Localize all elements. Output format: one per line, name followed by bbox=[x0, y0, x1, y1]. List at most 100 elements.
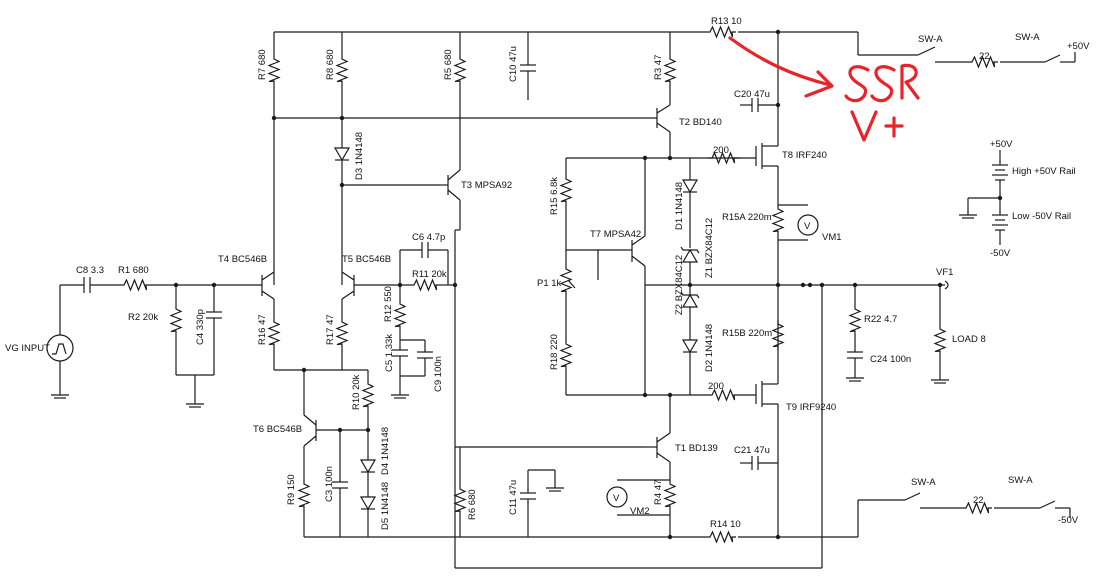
label-high-rail: High +50V Rail bbox=[1012, 166, 1076, 177]
label-r15b: R15B 220m bbox=[722, 328, 772, 339]
label-d5: D5 1N4148 bbox=[380, 482, 391, 530]
label-vg-input: VG INPUT bbox=[5, 343, 50, 354]
resistor-r5 bbox=[454, 54, 466, 86]
label-c5: C5 1.33k bbox=[384, 334, 395, 372]
transistor-t7 bbox=[628, 235, 646, 267]
label-t8: T8 IRF240 bbox=[782, 150, 827, 161]
svg-text:V: V bbox=[613, 493, 620, 504]
resistor-r11 bbox=[409, 279, 441, 291]
label-r10: R10 20k bbox=[351, 374, 362, 410]
transistor-t6 bbox=[303, 414, 317, 447]
label-r12: R12 550 bbox=[383, 286, 394, 322]
svg-text:V: V bbox=[804, 221, 811, 232]
label-t2: T2 BD140 bbox=[679, 117, 722, 128]
label-r1: R1 680 bbox=[118, 265, 149, 276]
label-d3: D3 1N4148 bbox=[354, 132, 365, 180]
label-t9: T9 IRF9240 bbox=[786, 402, 836, 413]
label-vm2: VM2 bbox=[630, 506, 650, 517]
label-sw-a-1: SW-A bbox=[918, 34, 943, 45]
diode-d2 bbox=[681, 339, 699, 354]
handwritten-annotation bbox=[728, 36, 920, 142]
label-c4: C4 330p bbox=[195, 309, 206, 345]
label-c8: C8 3.3 bbox=[76, 265, 104, 276]
label-load: LOAD 8 bbox=[952, 334, 986, 345]
potentiometer-p1 bbox=[560, 264, 572, 296]
label-d4: D4 1N4148 bbox=[380, 427, 391, 475]
label-vm1: VM1 bbox=[822, 232, 842, 243]
resistor-r17 bbox=[336, 317, 348, 349]
label-r14: R14 10 bbox=[710, 519, 741, 530]
voltmeter-vm1: V bbox=[797, 214, 819, 236]
label-r6: R6 680 bbox=[467, 489, 478, 520]
diode-d3 bbox=[333, 147, 351, 162]
signal-source-vg bbox=[46, 334, 74, 362]
resistor-r9 bbox=[298, 479, 310, 511]
label-minus50-supply: -50V bbox=[990, 248, 1011, 259]
label-r16: R16 47 bbox=[257, 314, 268, 345]
label-c6: C6 4.7p bbox=[412, 232, 445, 243]
label-200-bottom: 200 bbox=[708, 381, 724, 392]
label-c10: C10 47u bbox=[508, 46, 519, 82]
transistor-t5 bbox=[341, 271, 355, 300]
label-vf1: VF1 bbox=[936, 267, 953, 278]
label-t6: T6 BC546B bbox=[253, 424, 302, 435]
label-r11: R11 20k bbox=[412, 269, 447, 280]
transistor-t2 bbox=[656, 104, 671, 133]
mosfet-t9 bbox=[755, 381, 778, 407]
label-t7: T7 MPSA42 bbox=[590, 229, 641, 240]
label-c3: C3 100n bbox=[324, 466, 335, 502]
power-supply bbox=[959, 150, 1008, 245]
label-r15a: R15A 220m bbox=[722, 212, 772, 223]
resistor-r22 bbox=[849, 304, 861, 336]
label-sw-a-2: SW-A bbox=[1015, 32, 1040, 43]
resistor-r8 bbox=[336, 54, 348, 86]
label-c24: C24 100n bbox=[870, 354, 911, 365]
resistor-r18 bbox=[560, 339, 572, 371]
label-22-bottom: 22 bbox=[973, 495, 984, 506]
resistor-r10 bbox=[362, 379, 374, 411]
top-rail bbox=[274, 31, 1076, 63]
resistor-r13 bbox=[705, 26, 737, 38]
label-r8: R8 680 bbox=[325, 49, 336, 80]
resistor-r7 bbox=[268, 54, 280, 86]
label-sw-a-4: SW-A bbox=[1008, 475, 1033, 486]
label-22-top: 22 bbox=[979, 51, 990, 62]
label-c9: C9 100n bbox=[433, 356, 444, 392]
label-t3: T3 MPSA92 bbox=[461, 180, 512, 191]
label-minus50-bottom: -50V bbox=[1058, 515, 1079, 526]
label-r22: R22 4.7 bbox=[864, 314, 897, 325]
diode-d5 bbox=[359, 496, 377, 511]
label-t5: T5 BC546B bbox=[342, 254, 391, 265]
resistor-r12 bbox=[394, 299, 406, 331]
label-d2: D2 1N4148 bbox=[704, 324, 715, 372]
label-d1: D1 1N4148 bbox=[674, 182, 685, 230]
bottom-rail bbox=[304, 492, 1071, 538]
resistor-r15 bbox=[560, 174, 572, 206]
label-low-rail: Low -50V Rail bbox=[1012, 211, 1071, 222]
resistor-r4 bbox=[664, 479, 676, 511]
label-r3: R3 47 bbox=[653, 55, 664, 80]
voltmeter-vm2: V bbox=[606, 486, 628, 508]
label-r15: R15 6.8k bbox=[549, 177, 560, 215]
label-plus50-supply: +50V bbox=[990, 139, 1013, 150]
label-z1: Z1 BZX84C12 bbox=[704, 218, 715, 278]
resistor-r15a bbox=[772, 204, 784, 236]
label-r5: R5 680 bbox=[443, 49, 454, 80]
label-r4: R4 47 bbox=[653, 480, 664, 505]
label-c21: C21 47u bbox=[734, 445, 770, 456]
label-plus50-top: +50V bbox=[1067, 41, 1090, 52]
transistor-t3 bbox=[440, 169, 461, 201]
label-200-top: 200 bbox=[713, 145, 729, 156]
resistor-r16 bbox=[268, 317, 280, 349]
mosfet-t8 bbox=[755, 143, 778, 169]
label-c20: C20 47u bbox=[734, 89, 770, 100]
transistor-t4 bbox=[261, 271, 275, 300]
label-r2: R2 20k bbox=[128, 312, 158, 323]
resistor-r3 bbox=[664, 54, 676, 86]
label-r17: R17 47 bbox=[325, 314, 336, 345]
label-r9: R9 150 bbox=[286, 474, 297, 505]
label-r7: R7 680 bbox=[257, 49, 268, 80]
transistor-t1 bbox=[645, 432, 671, 463]
label-t4: T4 BC546B bbox=[218, 254, 267, 265]
